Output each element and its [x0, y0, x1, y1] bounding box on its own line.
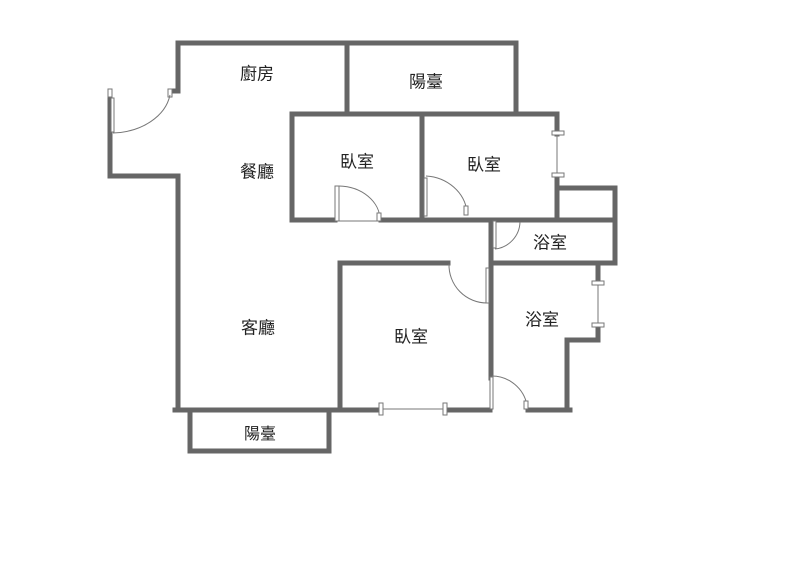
- walls: [107, 40, 618, 454]
- room-label-kitchen: 廚房: [240, 64, 274, 85]
- room-label-bathroom-1: 浴室: [533, 233, 567, 254]
- room-label-bedroom-2: 臥室: [467, 155, 501, 176]
- room-label-bedroom-3: 臥室: [394, 327, 428, 348]
- room-label-living: 客廳: [241, 318, 275, 339]
- windows: [378, 130, 605, 416]
- doors: [107, 88, 529, 410]
- room-label-balcony-bottom: 陽臺: [243, 424, 277, 443]
- room-label-balcony-top: 陽臺: [409, 72, 443, 93]
- room-label-bedroom-1: 臥室: [340, 152, 374, 173]
- room-label-bathroom-2: 浴室: [525, 310, 559, 331]
- room-label-dining: 餐廳: [240, 162, 274, 183]
